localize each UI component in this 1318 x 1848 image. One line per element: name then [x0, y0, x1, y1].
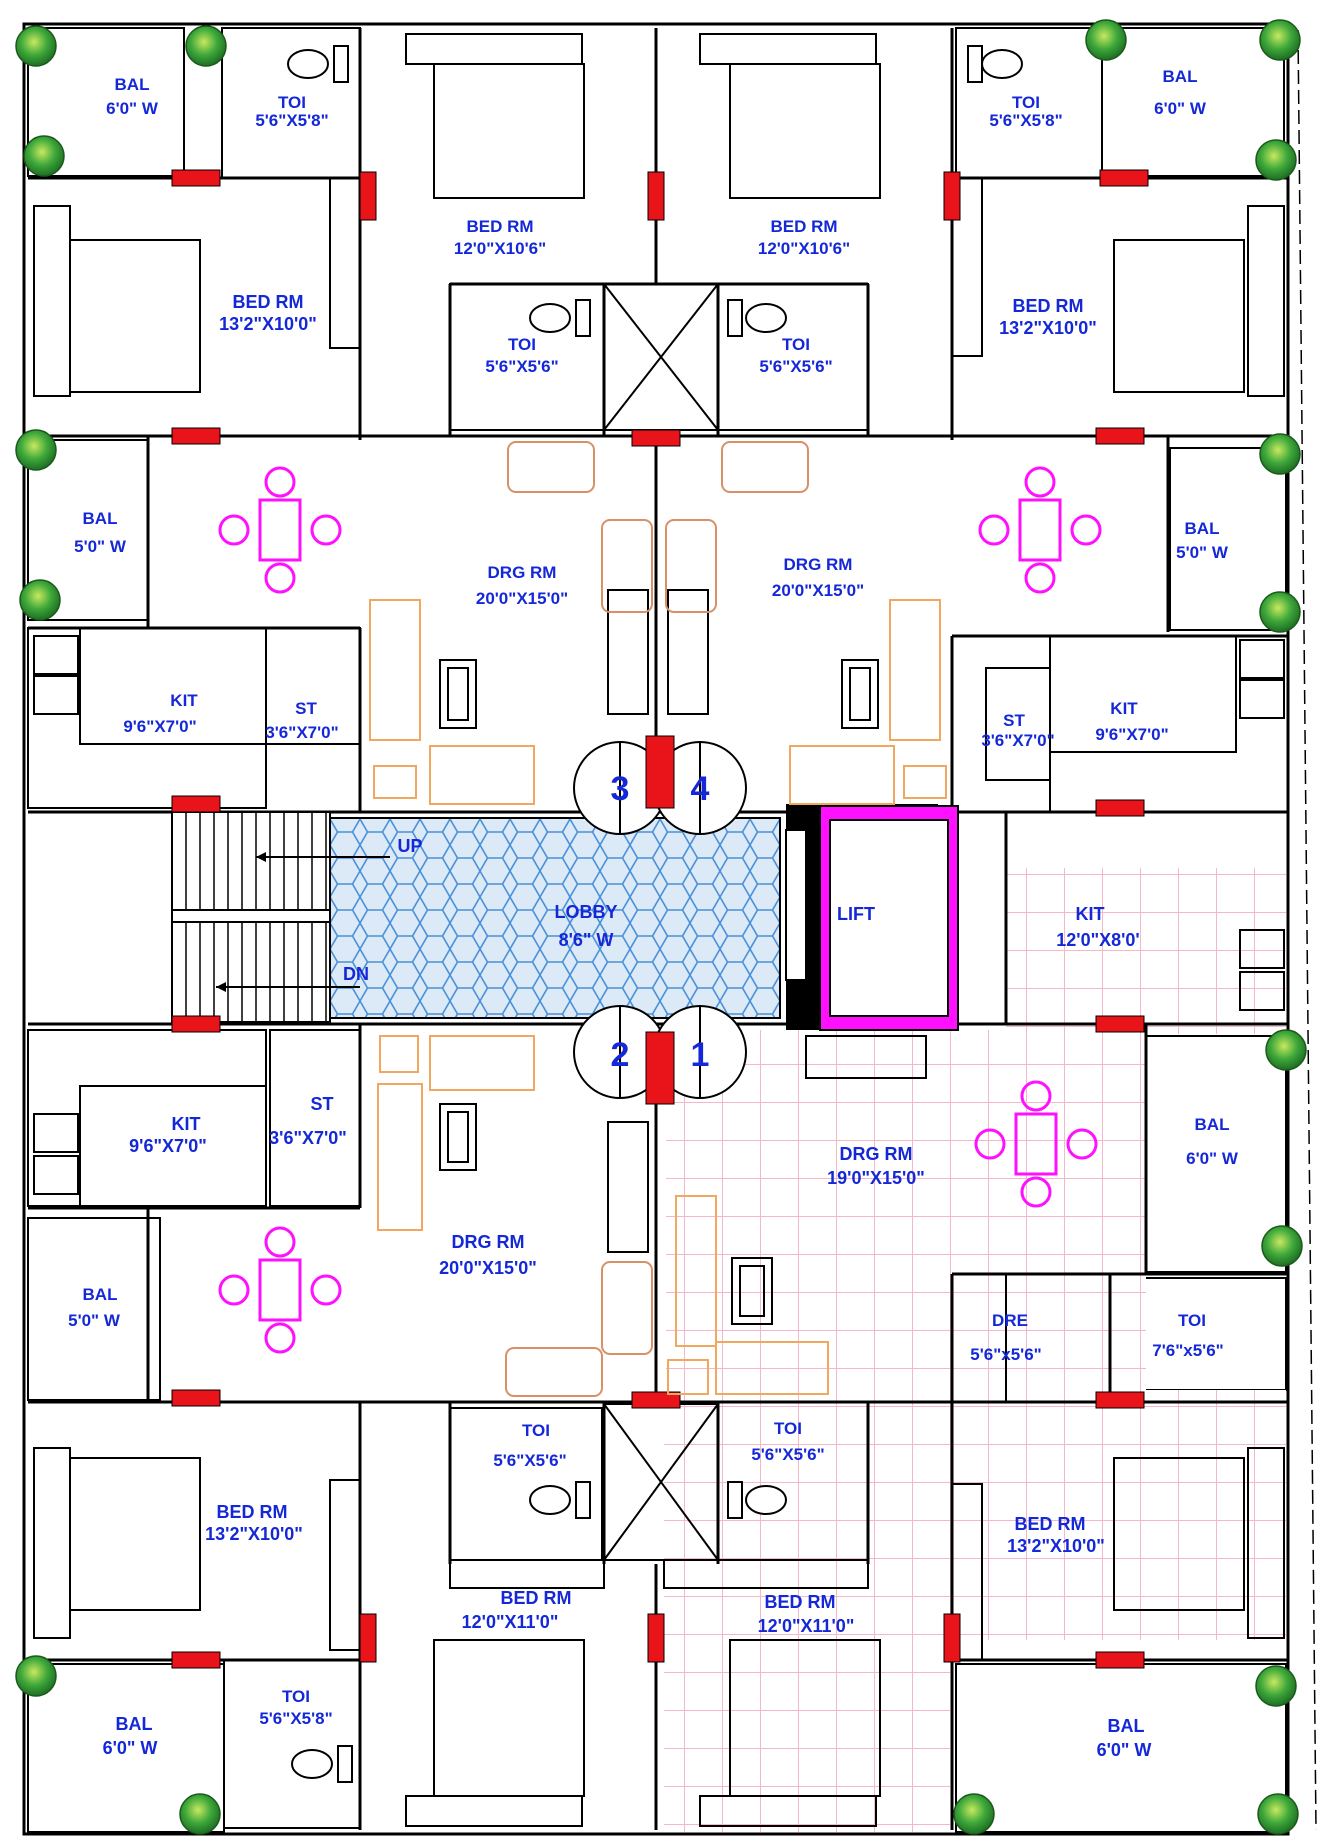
flat-number-2: 2: [611, 1036, 630, 1074]
flat-number-4: 4: [691, 770, 710, 808]
kitchen-sinks: [33, 635, 1285, 1195]
label-lift: LIFT: [837, 904, 875, 924]
label-stair-down: DN: [343, 964, 369, 984]
doors: [171, 169, 1149, 1669]
dining-sets: [218, 466, 1102, 1354]
label-stair-up: UP: [397, 836, 422, 856]
armchairs: [505, 441, 809, 1397]
tv-units: [607, 589, 927, 1253]
sofas: [369, 599, 947, 1395]
flat-number-1: 1: [691, 1036, 710, 1074]
toilet-seats: [287, 45, 1023, 1783]
coffee-tables: [439, 659, 879, 1325]
flat-number-3: 3: [611, 770, 630, 808]
trees: [15, 19, 1307, 1835]
bed-furniture: [33, 33, 1285, 1827]
